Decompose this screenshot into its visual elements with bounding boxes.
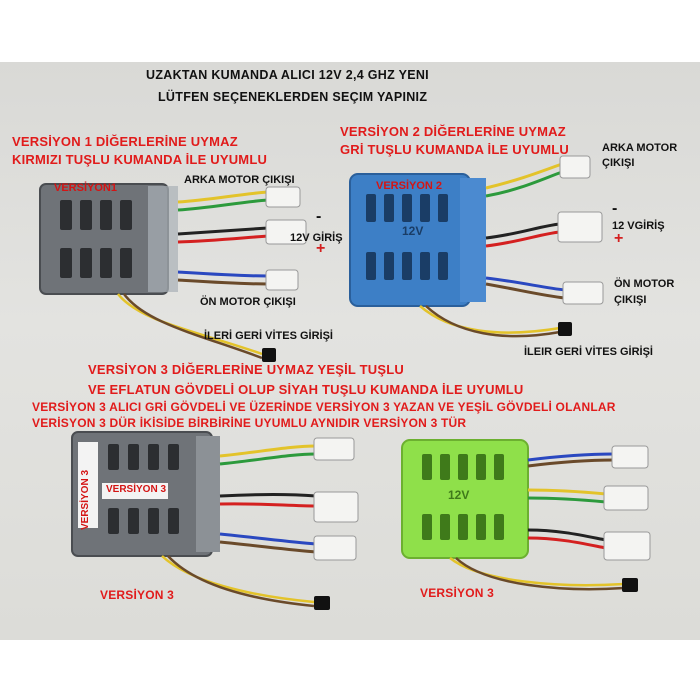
title-line-1: UZAKTAN KUMANDA ALICI 12V 2,4 GHZ YENI [146, 68, 429, 82]
version3-note-1: VERSİYON 3 DİĞERLERİNE UYMAZ YEŞİL TUŞLU [88, 362, 404, 377]
version3-caption-left: VERSİYON 3 [100, 588, 175, 602]
version3-grey-side-label: VERSİYON 3 [80, 469, 91, 530]
version1-receiver [39, 183, 307, 362]
version2-minus: - [612, 200, 618, 217]
title-line-2: LÜTFEN SEÇENEKLERDEN SEÇIM YAPINIZ [158, 90, 428, 104]
version2-case-print: 12V [402, 224, 424, 238]
version2-receiver [349, 155, 604, 338]
receivers-illustration [39, 155, 651, 610]
version2-box-label: VERSİYON 2 [376, 180, 443, 192]
version2-rear-motor-label-1: ARKA MOTOR [602, 142, 678, 154]
version3-note-3: VERSİYON 3 ALICI GRİ GÖVDELİ VE ÜZERİNDE… [32, 400, 616, 414]
version1-plus: + [316, 240, 326, 257]
version2-note-1: VERSİYON 2 DİĞERLERİNE UYMAZ [340, 124, 566, 139]
version1-note-2: KIRMIZI TUŞLU KUMANDA İLE UYUMLU [12, 152, 268, 167]
product-photo: UZAKTAN KUMANDA ALICI 12V 2,4 GHZ YENI L… [0, 62, 700, 640]
version2-gear-in-label: İLEIR GERİ VİTES GİRİŞİ [524, 346, 653, 358]
version2-note-2: GRİ TUŞLU KUMANDA İLE UYUMLU [340, 142, 569, 157]
version1-rear-motor-label: ARKA MOTOR ÇIKIŞI [184, 174, 295, 186]
version1-note-1: VERSİYON 1 DİĞERLERİNE UYMAZ [12, 134, 238, 149]
version1-gear-in-label: İLERİ GERİ VİTES GİRİŞİ [204, 330, 333, 342]
version3-caption-right: VERSİYON 3 [420, 586, 495, 600]
version3-grey-receiver [71, 431, 359, 610]
version1-box-label: VERSİYON1 [54, 182, 117, 194]
version1-power-in-label: 12V GİRİŞ [290, 232, 343, 244]
version3-note-2: VE EFLATUN GÖVDELİ OLUP SİYAH TUŞLU KUMA… [88, 382, 524, 397]
version1-front-motor-label: ÖN MOTOR ÇIKIŞI [200, 296, 296, 308]
version2-rear-motor-label-2: ÇIKIŞI [602, 157, 635, 169]
version3-green-case-print: 12V [448, 488, 470, 502]
version2-plus: + [614, 230, 624, 247]
version3-note-4: VERİSYON 3 DÜR İKİSİDE BİRBİRİNE UYUMLU … [32, 416, 467, 430]
version3-green-receiver [401, 439, 651, 592]
version2-front-motor-label-2: ÇIKIŞI [614, 294, 647, 306]
version3-grey-box-label: VERSİYON 3 [106, 484, 167, 495]
version1-minus: - [316, 208, 322, 225]
version2-power-in-label: 12 VGİRİŞ [612, 220, 665, 232]
version2-front-motor-label-1: ÖN MOTOR [614, 278, 675, 290]
